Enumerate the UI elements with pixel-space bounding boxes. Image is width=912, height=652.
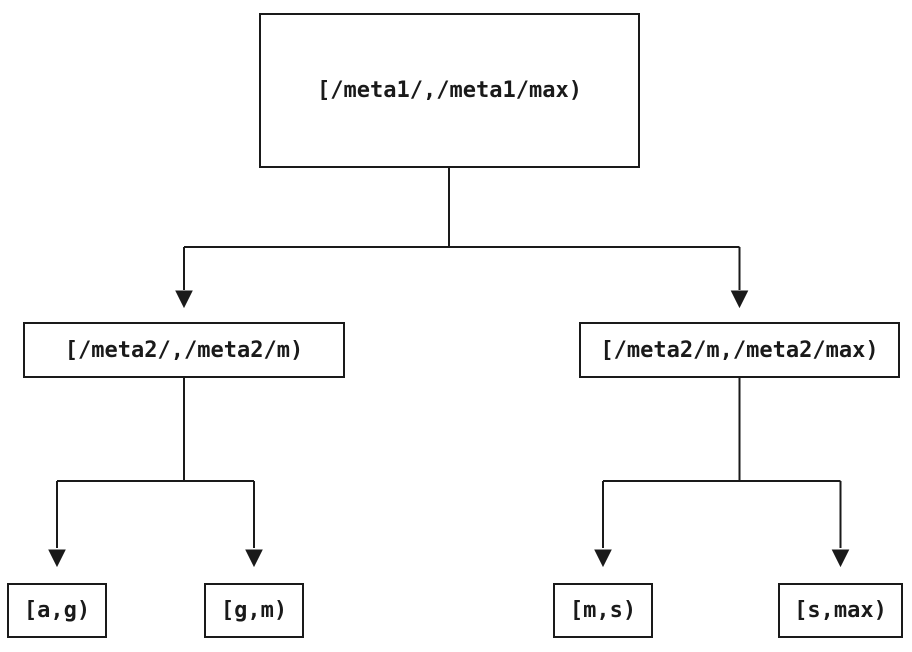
edge-midright-to-children <box>602 378 842 548</box>
node-range-g-m: [g,m) <box>204 583 304 638</box>
arrowhead-down-icon <box>831 549 850 568</box>
arrowhead-down-icon <box>48 549 66 568</box>
arrowhead-down-icon <box>594 549 612 568</box>
node-meta2-high-range: [/meta2/m,/meta2/max) <box>579 322 900 378</box>
arrowhead-down-icon <box>175 290 193 309</box>
edge-midleft-to-children <box>56 378 255 548</box>
node-range-m-s: [m,s) <box>553 583 653 638</box>
arrowhead-down-icon <box>245 549 263 568</box>
node-meta2-low-range: [/meta2/,/meta2/m) <box>23 322 345 378</box>
arrowhead-down-icon <box>730 290 749 309</box>
node-range-s-max: [s,max) <box>778 583 903 638</box>
edge-root-to-children <box>183 168 741 290</box>
node-meta1-range: [/meta1/,/meta1/max) <box>259 13 640 168</box>
node-range-a-g: [a,g) <box>7 583 107 638</box>
